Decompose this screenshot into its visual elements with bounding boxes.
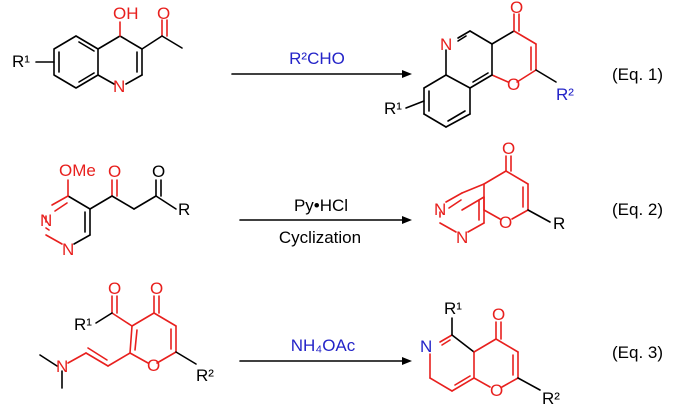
eq1-product-r2: R² xyxy=(556,85,574,104)
eq2-product-pyranopyrimidinone xyxy=(439,155,551,233)
eq3-acyl-o: O xyxy=(108,279,121,298)
eq1-oh-label: OH xyxy=(113,4,139,23)
eq3-product-r1: R¹ xyxy=(444,299,462,318)
eq1-product-r1: R¹ xyxy=(384,99,402,118)
eq1-reactant-4-hydroxyquinoline xyxy=(35,19,183,89)
eq1-n-label: N xyxy=(113,77,125,96)
eq3-ring-carbonyl-o: O xyxy=(150,279,163,298)
eq2-reactant-pyrimidinyl-diketone xyxy=(45,179,177,245)
eq2-r-label: R xyxy=(178,200,190,219)
eq1-reagent: R²CHO xyxy=(289,49,345,68)
eq2-n2-label: N xyxy=(62,240,74,259)
eq3-tag: (Eq. 3) xyxy=(612,343,663,362)
eq2-ome-label: OMe xyxy=(59,161,96,180)
eq3-reactant-enaminone-pyranone xyxy=(39,295,197,389)
eq3-product-carbonyl-o: O xyxy=(492,305,505,324)
eq2-product-r: R xyxy=(553,214,565,233)
eq3-product-pyranopyridinone xyxy=(429,317,541,392)
eq2-product-n1: N xyxy=(434,200,446,219)
eq2-product-carbonyl-o: O xyxy=(502,139,515,158)
eq2-arrow xyxy=(239,216,412,224)
eq3-reagent: NH₄OAc xyxy=(291,336,356,355)
eq2-ketone-o1: O xyxy=(108,162,121,181)
eq3-product-n: N xyxy=(420,337,432,356)
eq3-product-ring-o: O xyxy=(490,381,503,400)
eq2-condition: Cyclization xyxy=(279,228,361,247)
eq1-product-ring-o: O xyxy=(507,75,520,94)
eq1-product-n: N xyxy=(440,35,452,54)
eq3-arrow xyxy=(239,357,412,365)
eq1-tag: (Eq. 1) xyxy=(612,65,663,84)
eq1-r1-label: R¹ xyxy=(12,52,30,71)
eq1-arrow xyxy=(231,70,412,78)
eq2-tag: (Eq. 2) xyxy=(612,200,663,219)
eq3-ring-o: O xyxy=(147,356,160,375)
eq2-n1-label: N xyxy=(40,211,52,230)
eq3-r2-label: R² xyxy=(196,366,214,385)
eq1-product-carbonyl-o: O xyxy=(510,0,523,17)
eq1-acetyl-o-label: O xyxy=(157,4,170,23)
eq3-n-label: N xyxy=(56,357,68,376)
eq3-r1-label: R¹ xyxy=(74,315,92,334)
eq1-product-pyranoquinolinone xyxy=(405,13,557,128)
eq2-product-ring-o: O xyxy=(499,213,512,232)
eq3-product-r2: R² xyxy=(542,389,560,408)
eq2-reagent: Py•HCl xyxy=(294,196,348,215)
eq2-product-n2: N xyxy=(456,228,468,247)
eq2-ketone-o2: O xyxy=(152,162,165,181)
